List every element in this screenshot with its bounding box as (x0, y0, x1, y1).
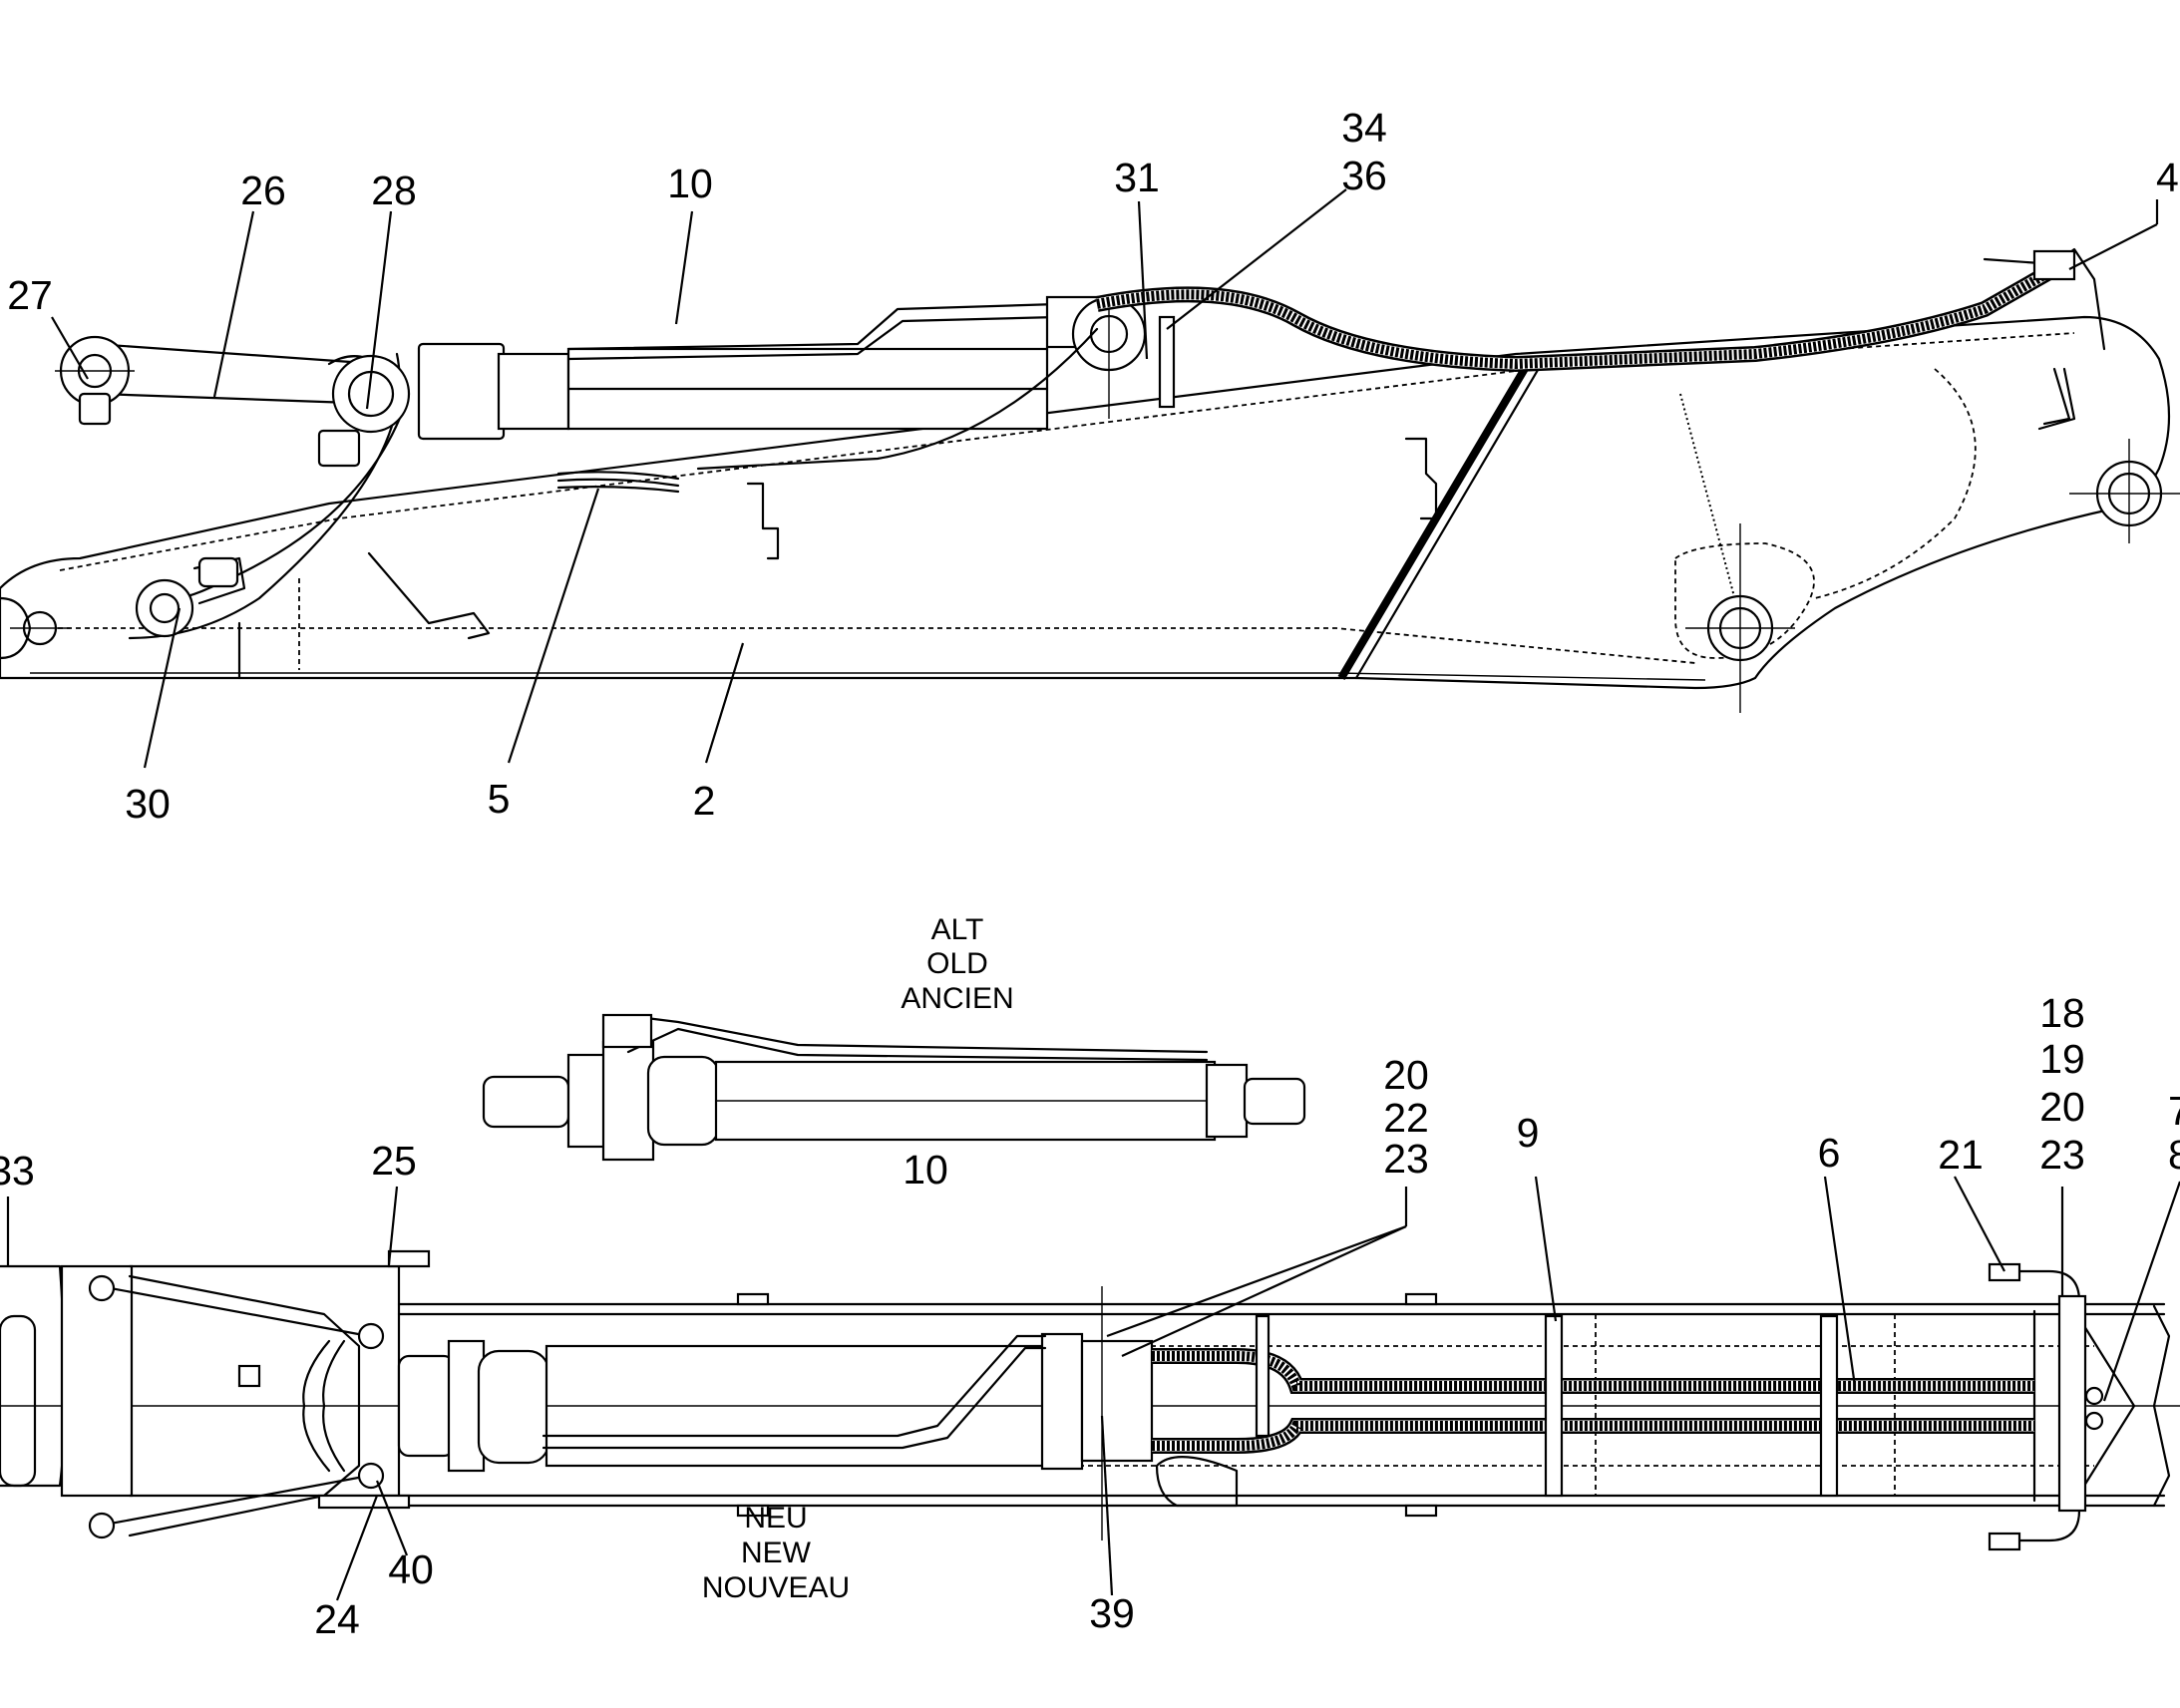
callout-10: 10 (667, 161, 713, 206)
callout-34: 34 (1341, 105, 1387, 151)
callout-25: 25 (371, 1138, 417, 1184)
callout-18: 18 (2039, 990, 2085, 1036)
callout-4: 4 (2156, 155, 2179, 200)
new-caption: NEU NEW NOUVEAU (702, 1502, 850, 1604)
callout-31: 31 (1114, 155, 1160, 200)
callout-40: 40 (388, 1546, 434, 1592)
caption-ancien: ANCIEN (901, 982, 1013, 1015)
callout-9: 9 (1517, 1110, 1540, 1156)
old-caption: ALT OLD ANCIEN (901, 913, 1013, 1015)
callout-36: 36 (1341, 153, 1387, 198)
boom-top-view (0, 1176, 2180, 1601)
boom-side-view (0, 188, 2180, 769)
caption-neu: NEU (744, 1502, 807, 1535)
caption-old: OLD (926, 947, 988, 980)
callout-23a: 23 (1383, 1136, 1429, 1182)
caption-new: NEW (741, 1537, 812, 1569)
callout-19: 19 (2039, 1036, 2085, 1082)
caption-alt: ALT (931, 913, 984, 946)
callout-24: 24 (314, 1596, 360, 1642)
callout-28: 28 (371, 168, 417, 213)
callout-8: 8 (2168, 1132, 2180, 1178)
callout-2: 2 (693, 778, 716, 824)
caption-nouveau: NOUVEAU (702, 1571, 850, 1604)
callout-26: 26 (240, 168, 286, 213)
callout-7: 7 (2168, 1088, 2180, 1134)
callout-21: 21 (1938, 1132, 1984, 1178)
top-callouts: 27 26 28 10 31 34 36 4 30 5 2 (7, 105, 2179, 827)
callout-30: 30 (125, 781, 171, 827)
callout-20b: 20 (2039, 1084, 2085, 1130)
bottom-callouts: 10 33 25 20 22 23 9 6 21 18 19 20 23 7 8… (0, 990, 2180, 1642)
callout-5: 5 (488, 776, 511, 822)
callout-33: 33 (0, 1148, 35, 1194)
callout-27: 27 (7, 272, 53, 318)
old-cylinder (482, 1013, 1306, 1162)
callout-6: 6 (1818, 1130, 1841, 1176)
callout-23b: 23 (2039, 1132, 2085, 1178)
callout-10-old: 10 (903, 1147, 948, 1193)
callout-20a: 20 (1383, 1052, 1429, 1098)
callout-22: 22 (1383, 1095, 1429, 1141)
callout-39: 39 (1089, 1590, 1135, 1636)
